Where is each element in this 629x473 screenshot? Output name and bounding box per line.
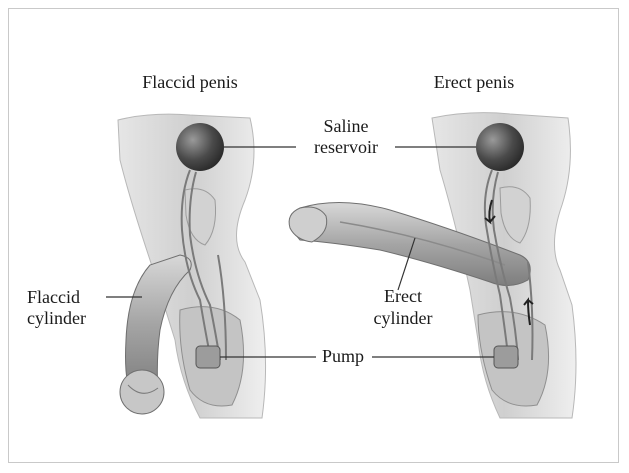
left-pump [196, 346, 220, 368]
right-saline-reservoir [476, 123, 524, 171]
left-saline-reservoir [176, 123, 224, 171]
flaccid-cylinder-label-line1: Flaccid [27, 287, 80, 307]
saline-label-line2: reservoir [296, 137, 396, 157]
erect-cylinder-label-line1: Erect [366, 286, 440, 306]
right-pump [494, 346, 518, 368]
flaccid-cylinder-label-line2: cylinder [27, 308, 86, 328]
right-panel-title: Erect penis [414, 72, 534, 92]
pump-label: Pump [312, 346, 374, 366]
saline-label-line1: Saline [296, 116, 396, 136]
erect-cylinder-label-line2: cylinder [360, 308, 446, 328]
left-panel-title: Flaccid penis [120, 72, 260, 92]
